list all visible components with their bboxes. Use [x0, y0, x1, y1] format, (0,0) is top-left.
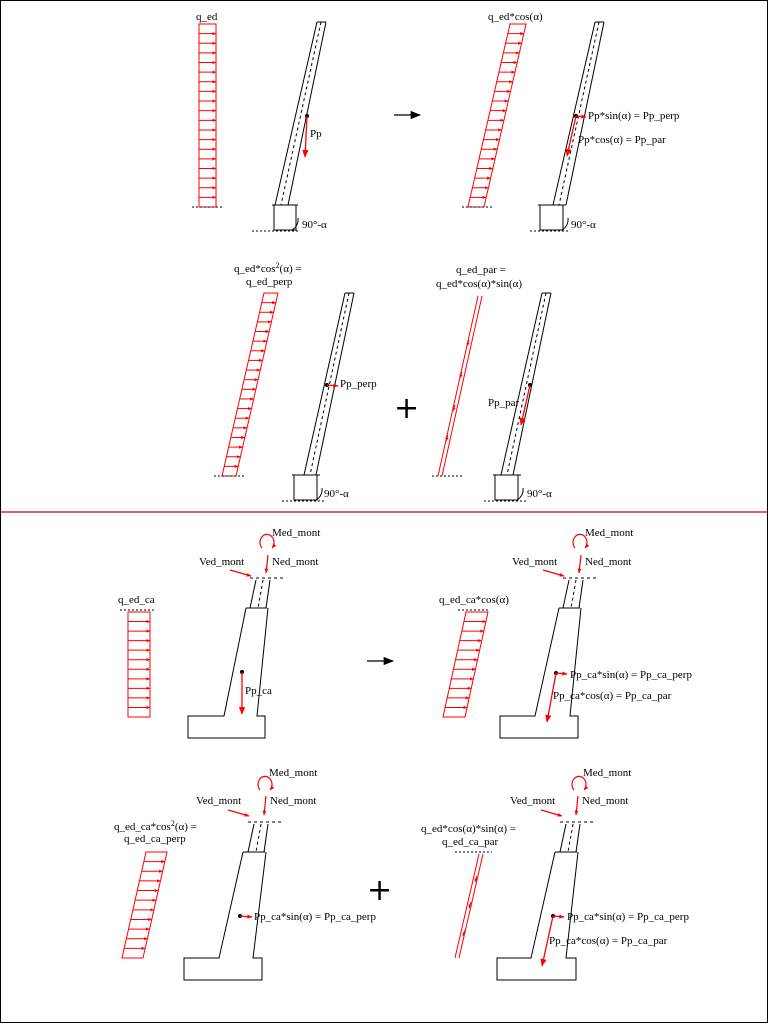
angle-label-2: 90°-α: [571, 219, 596, 231]
q-ed-par-label: q_ed_par =: [456, 264, 506, 276]
q-ed-load-diagram: [198, 23, 217, 208]
wall-3: [282, 292, 355, 502]
med-mont-label-3: Med_mont: [269, 767, 317, 779]
angle-label-3: 90°-α: [324, 488, 349, 500]
pp-perp-eq-label: Pp*sin(α) = Pp_perp: [588, 110, 680, 122]
bottom-row-2: q_ed_ca*cos2(α) = q_ed_ca_perp Med_mont …: [114, 767, 689, 981]
pp-ca-label: Pp_ca: [245, 685, 272, 697]
q-ed-cos-label: q_ed*cos(α): [488, 11, 543, 23]
ved-mont-arrow-4: [540, 809, 563, 817]
pp-par-arrow: [565, 115, 577, 157]
q-ed-ca-cos-load-diagram: [442, 611, 489, 718]
ved-mont-arrow-3: [227, 809, 250, 817]
cantilever-wall-1: [187, 577, 286, 739]
q-ed-ca-load-diagram: [127, 611, 151, 718]
cantilever-wall-4: [496, 821, 595, 981]
ned-mont-label-2: Ned_mont: [585, 556, 631, 568]
ved-mont-arrow-2: [542, 569, 565, 577]
q-ed-ca-perp-load-diagram: [121, 851, 168, 959]
pp-ca-par-arrow: [545, 672, 557, 723]
med-mont-moment-3: [257, 775, 275, 791]
pp-ca-perp-eq-label-2: Pp_ca*sin(α) = Pp_ca_perp: [254, 911, 376, 923]
pp-ca-perp-arrow: [555, 671, 568, 676]
pp-ca-perp-arrow-2: [239, 914, 253, 919]
ved-mont-arrow-1: [229, 569, 252, 577]
wall-2: [530, 21, 605, 232]
pp-perp-label: Pp_perp: [340, 378, 377, 390]
wall-1: [252, 21, 327, 232]
q-ed-cos2-label: q_ed*cos2(α) =: [234, 261, 302, 275]
ved-mont-label-1: Ved_mont: [199, 556, 244, 568]
q-ed-ca-par-label: q_ed*cos(α)*sin(α) =: [421, 823, 516, 835]
pp-perp-arrow-2: [326, 383, 339, 388]
pp-ca-par-arrow-4: [540, 915, 554, 967]
plus-sign-2: +: [367, 873, 392, 908]
ned-mont-arrow-2: [577, 554, 582, 574]
pp-arrow: [302, 115, 309, 158]
ned-mont-label-1: Ned_mont: [272, 556, 318, 568]
pp-ca-par-eq-label: Pp_ca*cos(α) = Pp_ca_par: [553, 690, 672, 702]
ved-mont-label-2: Ved_mont: [512, 556, 557, 568]
q-ed-cos-load-diagram: [467, 23, 527, 208]
wall-4: [484, 292, 552, 502]
pp-perp-arrow: [575, 114, 587, 119]
pp-ca-perp-arrow-4: [552, 914, 565, 919]
ned-mont-arrow-4: [574, 795, 579, 816]
ned-mont-label-3: Ned_mont: [270, 795, 316, 807]
ved-mont-label-3: Ved_mont: [196, 795, 241, 807]
pp-ca-perp-eq-label: Pp_ca*sin(α) = Pp_ca_perp: [570, 669, 692, 681]
top-row-2: q_ed*cos2(α) = q_ed_perp 90°-α Pp_perp +…: [214, 261, 552, 502]
q-ed-ca-perp-label: q_ed_ca_perp: [124, 833, 186, 845]
bottom-row-1: q_ed_ca Med_mont Ved_mont Ned_mont Pp_ca…: [118, 527, 692, 739]
med-mont-moment-1: [259, 533, 277, 549]
angle-label-4: 90°-α: [527, 488, 552, 500]
q-ed-perp-outline: [221, 292, 279, 477]
ned-mont-arrow-3: [262, 795, 267, 816]
ned-mont-label-4: Ned_mont: [582, 795, 628, 807]
ved-mont-label-4: Ved_mont: [510, 795, 555, 807]
med-mont-label-2: Med_mont: [585, 527, 633, 539]
pp-label: Pp: [310, 128, 322, 140]
q-ed-ca-outline: [127, 611, 151, 718]
pp-ca-par-eq-label-4: Pp_ca*cos(α) = Pp_ca_par: [549, 935, 668, 947]
top-row-1: q_ed 90°-α Pp q_ed*cos(α): [192, 11, 680, 232]
angle-label-1: 90°-α: [302, 219, 327, 231]
q-ed-ca-perp-outline: [121, 851, 168, 959]
med-mont-label-4: Med_mont: [583, 767, 631, 779]
plus-sign-1: +: [394, 391, 419, 426]
pp-ca-perp-eq-label-4: Pp_ca*sin(α) = Pp_ca_perp: [567, 911, 689, 923]
q-ed-label: q_ed: [196, 11, 218, 23]
q-ed-perp-label: q_ed_perp: [246, 276, 293, 288]
pp-par-arrow-2: [519, 384, 531, 426]
med-mont-moment-4: [571, 775, 589, 791]
pp-par-label: Pp_par: [488, 397, 520, 409]
q-ed-ca-cos-outline: [442, 611, 489, 718]
q-ed-perp-load-diagram: [221, 292, 279, 477]
pp-par-eq-label: Pp*cos(α) = Pp_par: [578, 134, 666, 146]
q-ed-par-formula-label: q_ed*cos(α)*sin(α): [436, 278, 522, 290]
q-ed-par-load-diagram: [437, 295, 483, 477]
cantilever-wall-3: [183, 821, 282, 981]
ned-mont-arrow-1: [264, 554, 269, 574]
q-ed-ca-cos-label: q_ed_ca*cos(α): [439, 594, 509, 606]
q-ed-ca-par-load-diagram: [454, 853, 484, 959]
q-ed-outline: [198, 23, 217, 208]
med-mont-moment-2: [572, 533, 590, 549]
q-ed-cos-outline: [467, 23, 527, 208]
med-mont-label-1: Med_mont: [272, 527, 320, 539]
q-ed-ca-label: q_ed_ca: [118, 594, 155, 606]
cantilever-wall-2: [499, 577, 598, 739]
q-ed-ca-cos2-label: q_ed_ca*cos2(α) =: [114, 819, 197, 833]
q-ed-ca-par-result-label: q_ed_ca_par: [442, 836, 499, 848]
